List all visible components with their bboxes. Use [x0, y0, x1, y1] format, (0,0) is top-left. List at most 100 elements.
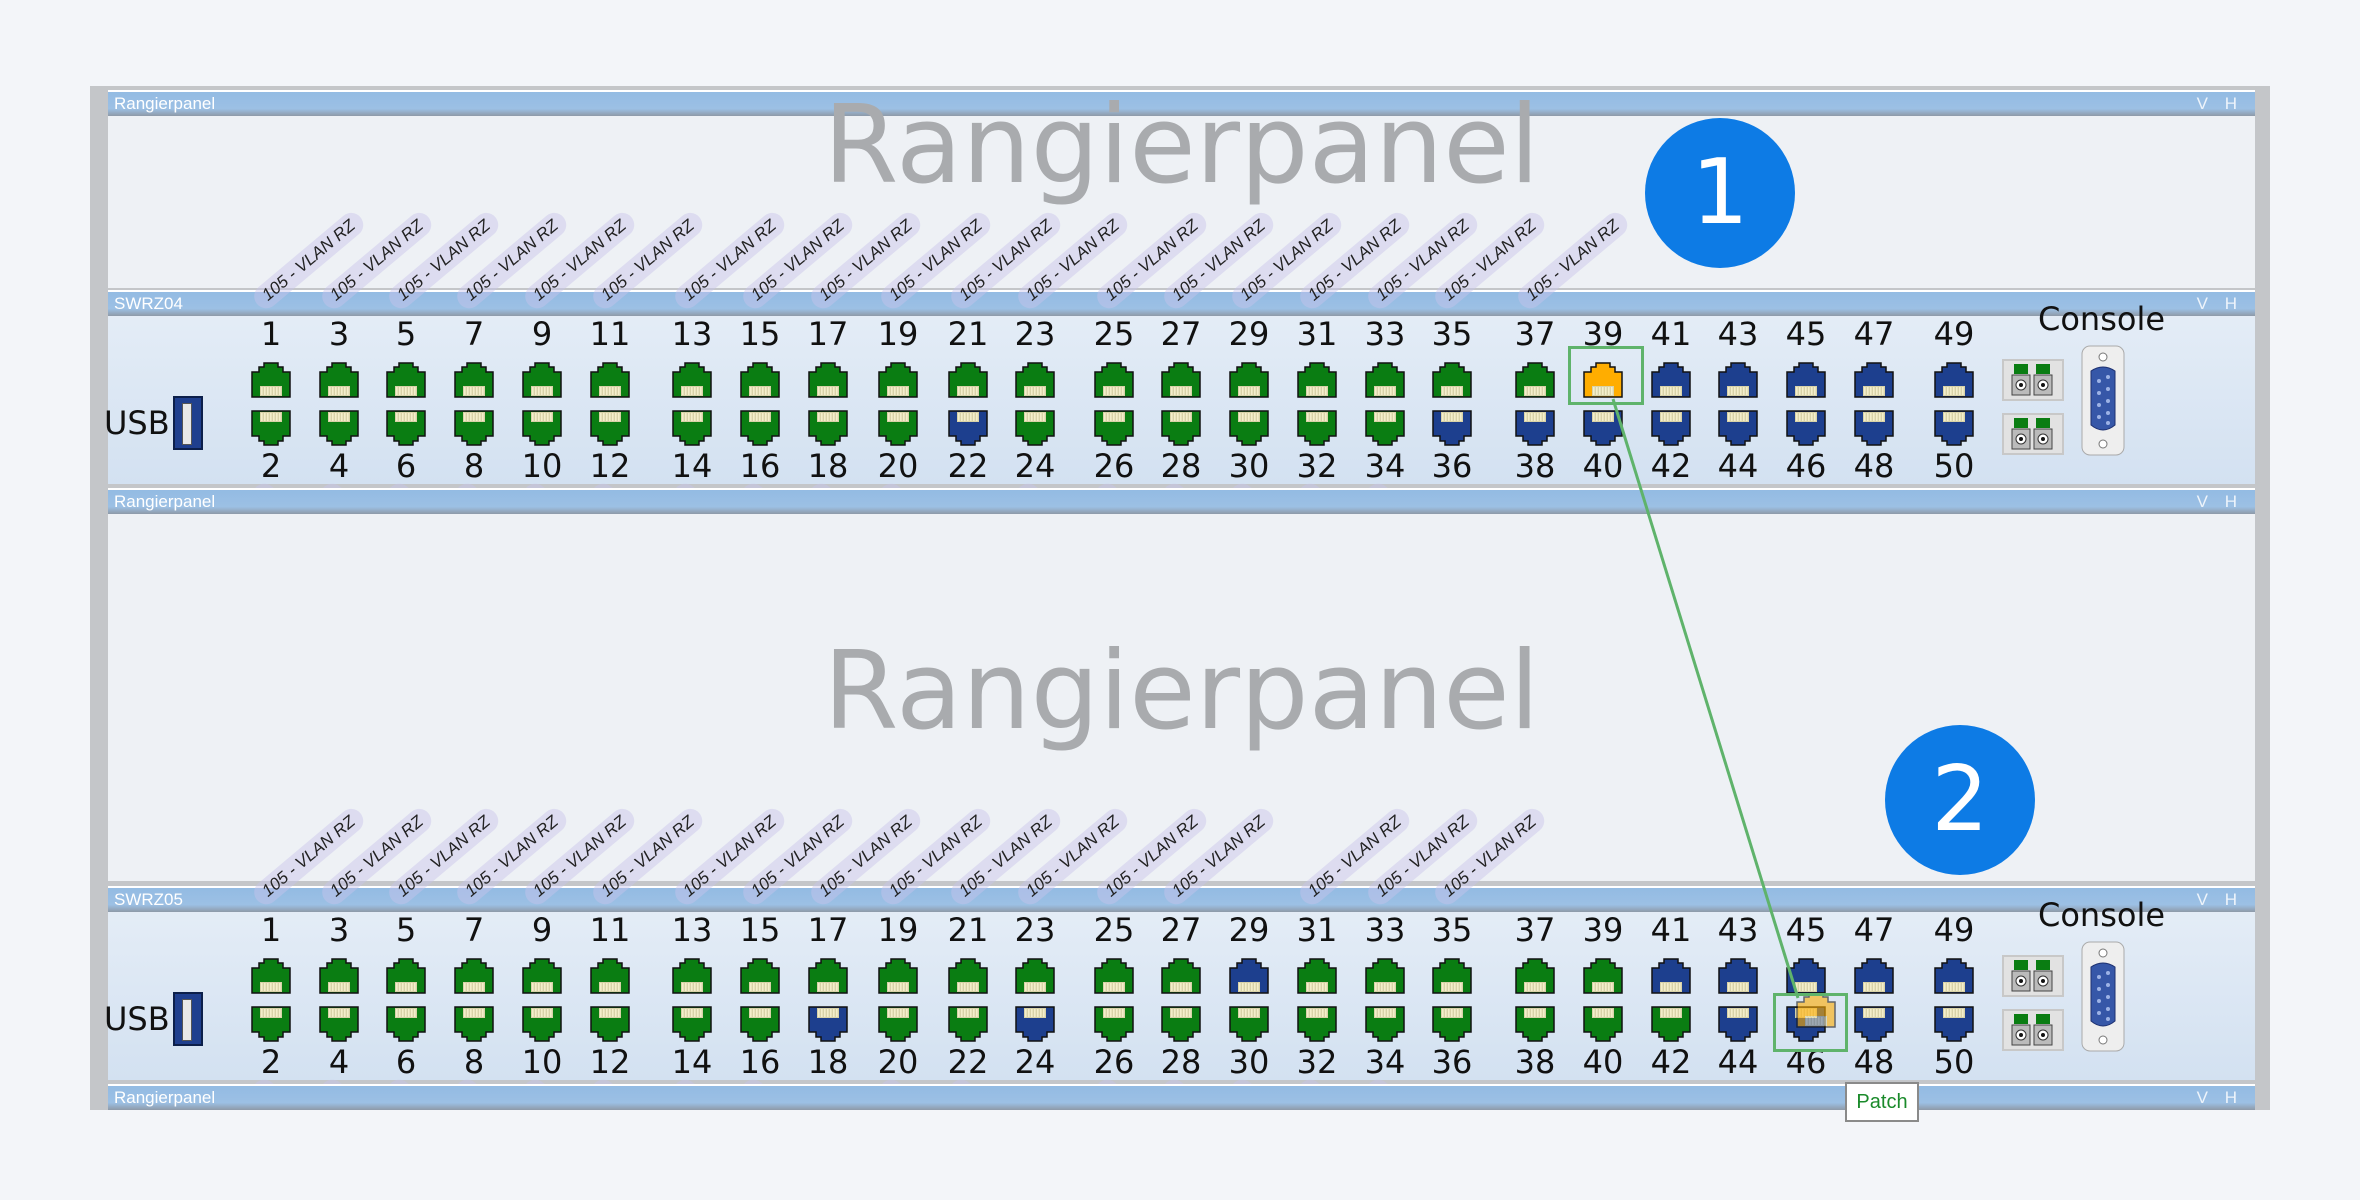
panel-view-toggle[interactable]: V H — [2196, 1088, 2243, 1107]
port-10[interactable] — [522, 1006, 562, 1042]
port-35[interactable] — [1432, 958, 1472, 994]
port-2[interactable] — [251, 410, 291, 446]
port-17[interactable] — [808, 362, 848, 398]
port-13[interactable] — [672, 362, 712, 398]
port-33[interactable] — [1365, 958, 1405, 994]
port-44[interactable] — [1718, 410, 1758, 446]
port-16[interactable] — [740, 1006, 780, 1042]
port-41[interactable] — [1651, 362, 1691, 398]
port-35[interactable] — [1432, 362, 1472, 398]
port-26[interactable] — [1094, 1006, 1134, 1042]
port-25[interactable] — [1094, 362, 1134, 398]
port-21[interactable] — [948, 958, 988, 994]
port-23[interactable] — [1015, 362, 1055, 398]
port-30[interactable] — [1229, 410, 1269, 446]
port-12[interactable] — [590, 410, 630, 446]
port-28[interactable] — [1161, 410, 1201, 446]
port-15[interactable] — [740, 958, 780, 994]
port-37[interactable] — [1515, 362, 1555, 398]
panel-view-toggle[interactable]: V H — [2196, 890, 2243, 909]
port-48[interactable] — [1854, 1006, 1894, 1042]
usb-port-icon[interactable] — [173, 992, 203, 1046]
port-27[interactable] — [1161, 362, 1201, 398]
port-6[interactable] — [386, 1006, 426, 1042]
port-34[interactable] — [1365, 1006, 1405, 1042]
port-10[interactable] — [522, 410, 562, 446]
port-32[interactable] — [1297, 410, 1337, 446]
port-22[interactable] — [948, 1006, 988, 1042]
port-21[interactable] — [948, 362, 988, 398]
sfp-port-icon[interactable] — [2002, 955, 2064, 997]
port-33[interactable] — [1365, 362, 1405, 398]
port-45[interactable] — [1786, 958, 1826, 994]
port-41[interactable] — [1651, 958, 1691, 994]
sfp-port-icon[interactable] — [2002, 359, 2064, 401]
port-8[interactable] — [454, 410, 494, 446]
usb-port-icon[interactable] — [173, 396, 203, 450]
port-37[interactable] — [1515, 958, 1555, 994]
port-1[interactable] — [251, 362, 291, 398]
panel-view-toggle[interactable]: V H — [2196, 492, 2243, 511]
port-3[interactable] — [319, 362, 359, 398]
port-39[interactable] — [1583, 958, 1623, 994]
port-25[interactable] — [1094, 958, 1134, 994]
port-14[interactable] — [672, 1006, 712, 1042]
port-45[interactable] — [1786, 362, 1826, 398]
port-19[interactable] — [878, 958, 918, 994]
port-14[interactable] — [672, 410, 712, 446]
port-47[interactable] — [1854, 958, 1894, 994]
port-40[interactable] — [1583, 1006, 1623, 1042]
port-7[interactable] — [454, 958, 494, 994]
port-5[interactable] — [386, 958, 426, 994]
panel-view-toggle[interactable]: V H — [2196, 294, 2243, 313]
sfp-port-icon[interactable] — [2002, 1009, 2064, 1051]
port-1[interactable] — [251, 958, 291, 994]
port-38[interactable] — [1515, 1006, 1555, 1042]
port-50[interactable] — [1934, 1006, 1974, 1042]
port-43[interactable] — [1718, 958, 1758, 994]
port-43[interactable] — [1718, 362, 1758, 398]
port-8[interactable] — [454, 1006, 494, 1042]
port-31[interactable] — [1297, 362, 1337, 398]
port-2[interactable] — [251, 1006, 291, 1042]
port-18[interactable] — [808, 410, 848, 446]
port-39[interactable] — [1583, 362, 1623, 398]
port-7[interactable] — [454, 362, 494, 398]
port-23[interactable] — [1015, 958, 1055, 994]
port-42[interactable] — [1651, 1006, 1691, 1042]
port-29[interactable] — [1229, 958, 1269, 994]
port-5[interactable] — [386, 362, 426, 398]
port-34[interactable] — [1365, 410, 1405, 446]
port-4[interactable] — [319, 1006, 359, 1042]
port-9[interactable] — [522, 362, 562, 398]
port-9[interactable] — [522, 958, 562, 994]
port-50[interactable] — [1934, 410, 1974, 446]
port-16[interactable] — [740, 410, 780, 446]
sfp-port-icon[interactable] — [2002, 413, 2064, 455]
port-20[interactable] — [878, 410, 918, 446]
panel-view-toggle[interactable]: V H — [2196, 94, 2243, 113]
port-32[interactable] — [1297, 1006, 1337, 1042]
port-30[interactable] — [1229, 1006, 1269, 1042]
port-38[interactable] — [1515, 410, 1555, 446]
port-40[interactable] — [1583, 410, 1623, 446]
port-17[interactable] — [808, 958, 848, 994]
port-28[interactable] — [1161, 1006, 1201, 1042]
port-12[interactable] — [590, 1006, 630, 1042]
port-26[interactable] — [1094, 410, 1134, 446]
port-13[interactable] — [672, 958, 712, 994]
port-15[interactable] — [740, 362, 780, 398]
port-36[interactable] — [1432, 1006, 1472, 1042]
port-31[interactable] — [1297, 958, 1337, 994]
port-6[interactable] — [386, 410, 426, 446]
port-47[interactable] — [1854, 362, 1894, 398]
port-24[interactable] — [1015, 410, 1055, 446]
port-11[interactable] — [590, 958, 630, 994]
port-48[interactable] — [1854, 410, 1894, 446]
port-22[interactable] — [948, 410, 988, 446]
port-44[interactable] — [1718, 1006, 1758, 1042]
port-49[interactable] — [1934, 958, 1974, 994]
